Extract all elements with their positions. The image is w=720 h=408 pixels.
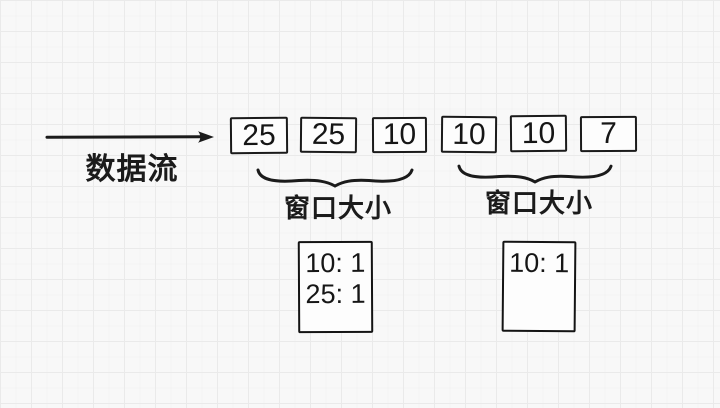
stream-box: 10 [509, 114, 568, 153]
stream-box-value: 10 [382, 117, 417, 152]
window-size-label: 窗口大小 [484, 188, 593, 218]
data-stream-label: 数据流 [85, 153, 179, 186]
stream-box: 25 [229, 116, 289, 155]
count-line: 10: 1 [509, 247, 570, 279]
stream-box-value: 25 [242, 118, 276, 152]
count-card: 10: 1 25: 1 [297, 240, 374, 334]
arrow-right-icon [45, 131, 214, 143]
stream-box: 7 [579, 115, 638, 153]
curly-brace-icon [457, 164, 613, 184]
stream-box: 10 [371, 116, 428, 154]
stream-box-value: 7 [600, 116, 617, 151]
stream-box: 10 [440, 115, 498, 154]
stream-box-value: 10 [452, 117, 486, 151]
window-brace [456, 163, 614, 185]
count-card: 10: 1 [501, 240, 577, 333]
window-brace [255, 167, 415, 189]
window-size-label: 窗口大小 [283, 193, 392, 223]
data-stream-arrow [42, 129, 218, 145]
stream-box: 25 [299, 116, 358, 154]
count-line: 25: 1 [305, 278, 366, 310]
stream-box-value: 10 [521, 116, 556, 150]
stream-box-value: 25 [311, 117, 346, 152]
count-line: 10: 1 [305, 247, 366, 279]
curly-brace-icon [256, 168, 414, 188]
